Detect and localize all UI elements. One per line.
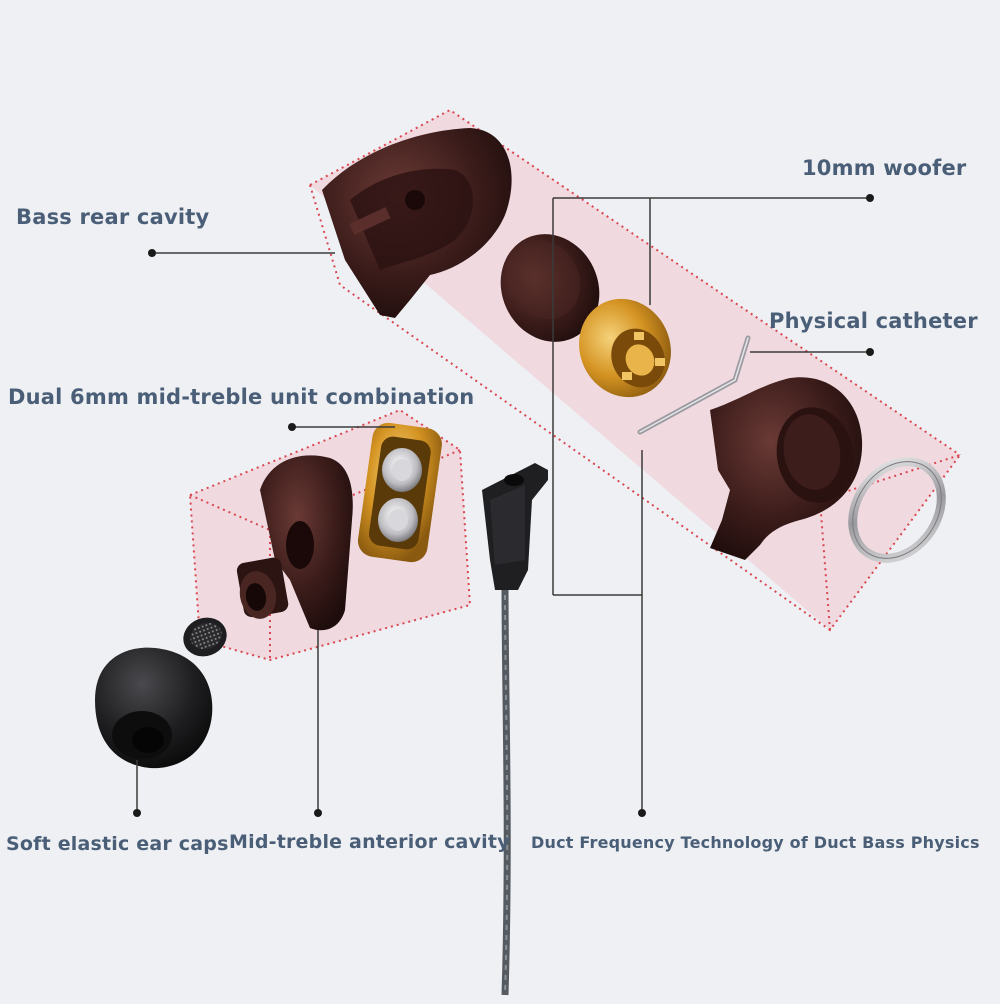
cable-part	[482, 463, 548, 996]
ear-cap-part	[95, 647, 213, 769]
label-physical-catheter: Physical catheter	[769, 309, 978, 333]
label-mid-treble-anterior: Mid-treble anterior cavity	[229, 831, 510, 853]
metal-ring-part	[848, 457, 946, 563]
gold-driver-part	[579, 298, 671, 398]
dual-mid-treble-units-part	[357, 422, 442, 563]
label-10mm-woofer: 10mm woofer	[802, 156, 967, 180]
leader-lines	[136, 197, 870, 813]
label-bass-rear-cavity: Bass rear cavity	[16, 205, 210, 229]
dot-ear-caps	[133, 809, 141, 817]
dot-physical-catheter	[866, 348, 874, 356]
front-housing-part	[710, 377, 863, 560]
dot-anterior-cavity	[314, 809, 322, 817]
label-dual-mid-treble: Dual 6mm mid-treble unit combination	[8, 385, 475, 409]
dot-10mm-woofer	[866, 194, 874, 202]
woofer-diaphragm-part	[500, 234, 600, 342]
label-duct-frequency: Duct Frequency Technology of Duct Bass P…	[531, 833, 980, 852]
leader-duct-frequency	[553, 450, 643, 596]
leader-dots	[133, 194, 874, 817]
dot-bass-rear-cavity	[148, 249, 156, 257]
mesh-filter-part	[183, 617, 227, 657]
physical-catheter-part	[637, 335, 751, 435]
dot-duct-frequency	[638, 809, 646, 817]
dot-dual-mid-treble	[288, 423, 296, 431]
label-soft-ear-caps: Soft elastic ear caps	[6, 833, 229, 855]
mid-treble-housing-part	[236, 455, 353, 631]
bass-rear-cavity-part	[322, 128, 512, 318]
